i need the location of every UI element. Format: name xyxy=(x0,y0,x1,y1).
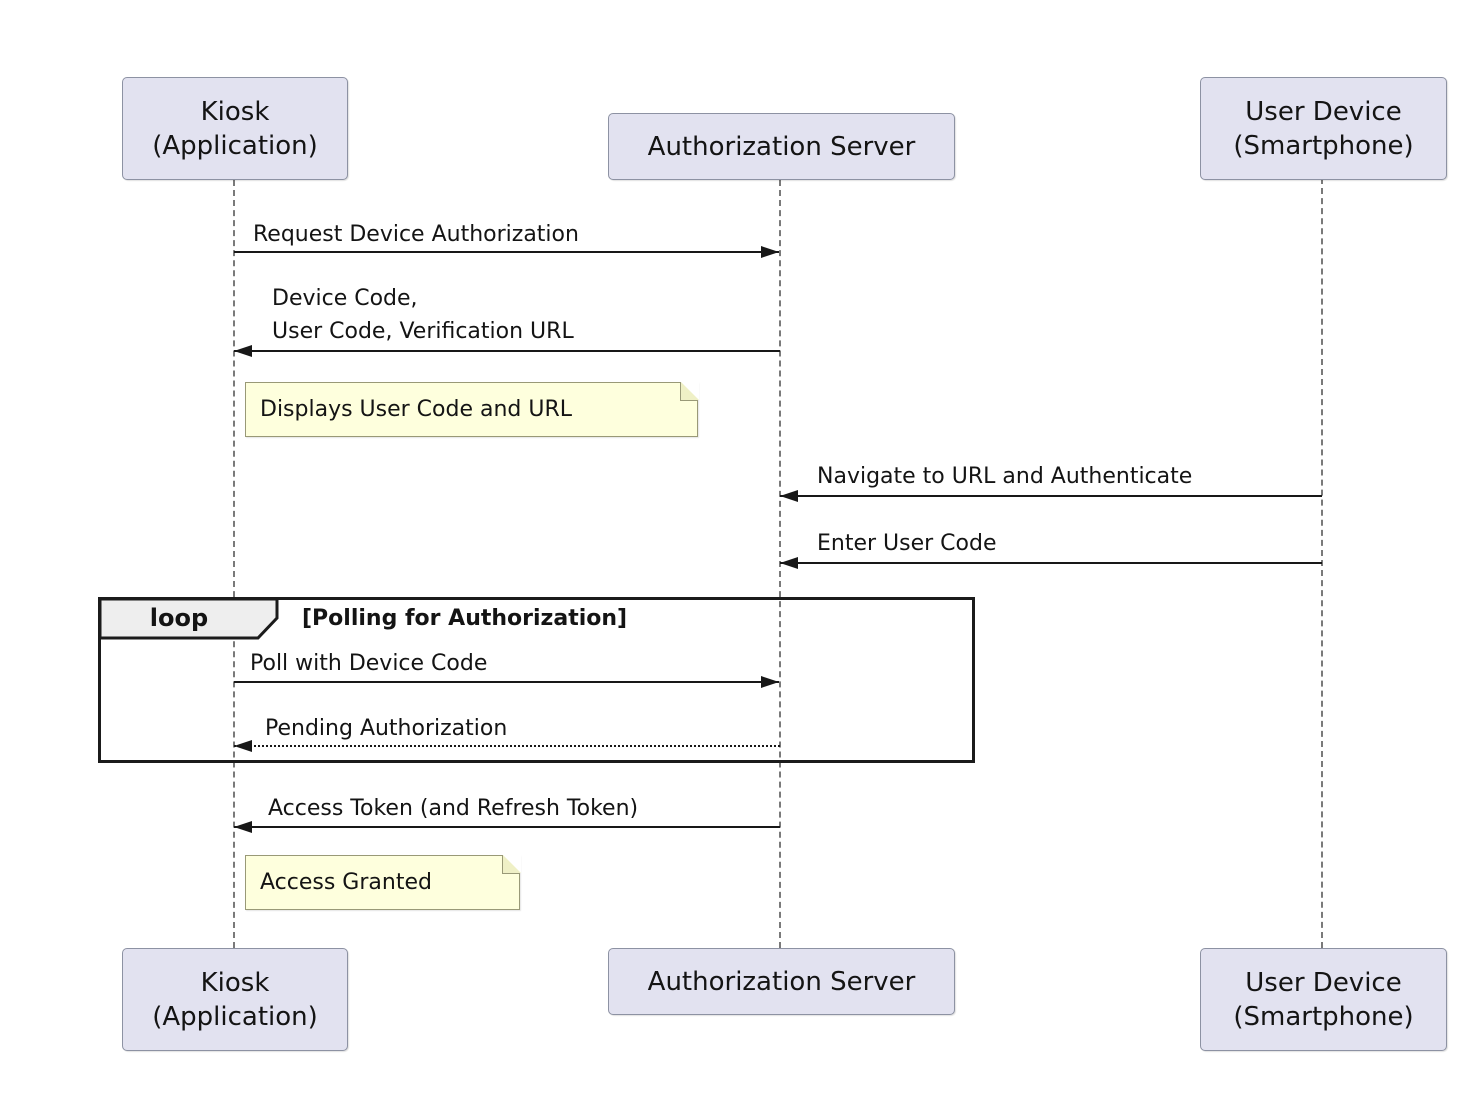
lifeline-user-device xyxy=(1321,178,1323,948)
note-access-granted: Access Granted xyxy=(245,854,521,910)
loop-condition: [Polling for Authorization] xyxy=(302,606,628,631)
message-label: Device Code, User Code, Verification URL xyxy=(272,286,574,344)
message-line xyxy=(234,251,779,253)
lifeline-kiosk xyxy=(233,180,235,948)
message-line xyxy=(234,681,779,683)
loop-frame xyxy=(98,597,975,763)
message-label: Request Device Authorization xyxy=(253,222,579,247)
arrowhead-left-icon xyxy=(234,821,252,833)
arrowhead-left-icon xyxy=(234,740,252,752)
note-label: Access Granted xyxy=(260,870,432,895)
message-line xyxy=(780,495,1322,497)
arrowhead-left-icon xyxy=(780,557,798,569)
actor-kiosk-bottom: Kiosk (Application) xyxy=(122,948,348,1051)
note-label: Displays User Code and URL xyxy=(260,397,573,422)
message-label: Pending Authorization xyxy=(265,716,508,741)
actor-authorization-server-bottom: Authorization Server xyxy=(608,948,955,1015)
actor-kiosk-top: Kiosk (Application) xyxy=(122,77,348,180)
note-fold-icon xyxy=(502,854,521,873)
message-line xyxy=(234,350,780,352)
message-line xyxy=(780,562,1322,564)
message-label: Access Token (and Refresh Token) xyxy=(268,796,639,821)
arrowhead-left-icon xyxy=(780,490,798,502)
arrowhead-right-icon xyxy=(761,246,779,258)
message-label: Enter User Code xyxy=(817,531,997,556)
actor-authorization-server-top: Authorization Server xyxy=(608,113,955,180)
arrowhead-right-icon xyxy=(761,676,779,688)
actor-user-device-bottom: User Device (Smartphone) xyxy=(1200,948,1447,1051)
message-line xyxy=(234,826,780,828)
loop-keyword: loop xyxy=(149,604,209,632)
message-label: Navigate to URL and Authenticate xyxy=(817,464,1193,489)
loop-label-pentagon-icon xyxy=(98,597,279,640)
arrowhead-left-icon xyxy=(234,345,252,357)
note-fold-icon xyxy=(680,381,699,400)
note-displays-user-code: Displays User Code and URL xyxy=(245,381,699,437)
actor-user-device-top: User Device (Smartphone) xyxy=(1200,77,1447,180)
message-line-dotted xyxy=(234,745,780,747)
message-label: Poll with Device Code xyxy=(250,651,488,676)
